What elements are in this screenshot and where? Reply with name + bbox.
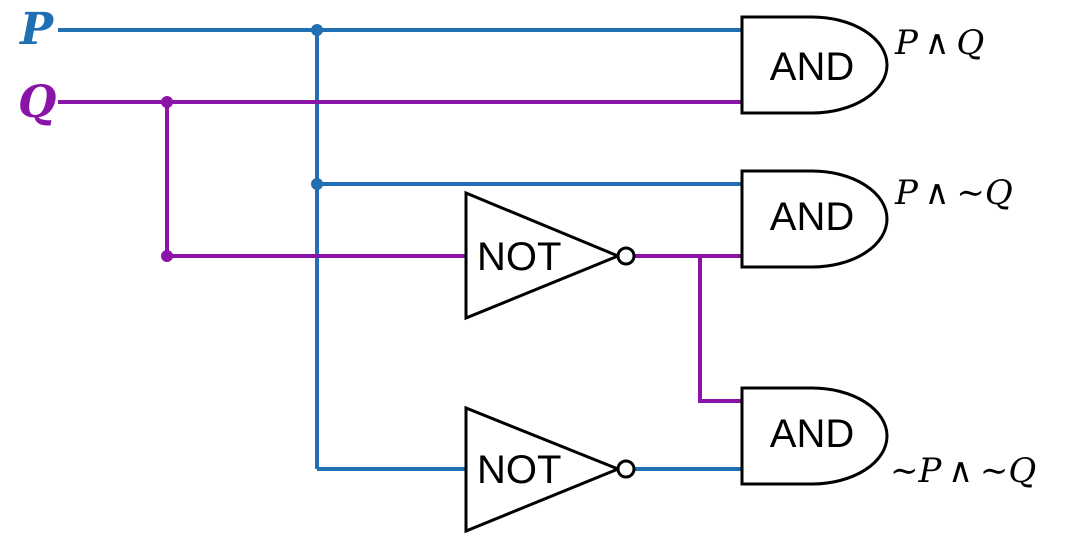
and-gate-1-body — [740, 15, 889, 115]
not-gate-2-label: NOT — [477, 448, 561, 492]
output-label-1: P ∧ Q — [894, 23, 984, 63]
not1-to-and3-wire — [698, 256, 742, 403]
output-label-2: P ∧ ∼Q — [894, 173, 1013, 213]
and-gate-1: AND — [740, 15, 889, 115]
not-gate-2-bubble — [616, 459, 636, 479]
input-label-p: P — [18, 4, 55, 55]
not-gate-1-bubble — [616, 246, 636, 266]
input-label-q: Q — [18, 77, 56, 128]
output-label-3: ∼P ∧ ∼Q — [890, 451, 1036, 491]
q-junction-bottom — [161, 250, 173, 262]
and-gate-3-body — [740, 386, 889, 486]
p-junction-top — [311, 24, 323, 36]
and-gate-2-body — [740, 169, 889, 269]
and-gate-3-label: AND — [770, 412, 854, 456]
and-gate-2: AND — [740, 169, 889, 269]
not-gate-2: NOT — [464, 405, 636, 534]
not-gate-1-label: NOT — [477, 235, 561, 279]
not-gate-1-body — [464, 190, 622, 321]
p-wires — [58, 24, 742, 471]
and-gate-3: AND — [740, 386, 889, 486]
and-gate-1-label: AND — [770, 45, 854, 89]
not-gate-2-body — [464, 405, 622, 534]
q-wires — [58, 96, 742, 403]
and-gate-2-label: AND — [770, 195, 854, 239]
p-junction-mid — [311, 178, 323, 190]
q-junction-top — [161, 96, 173, 108]
not-gate-1: NOT — [464, 190, 636, 321]
